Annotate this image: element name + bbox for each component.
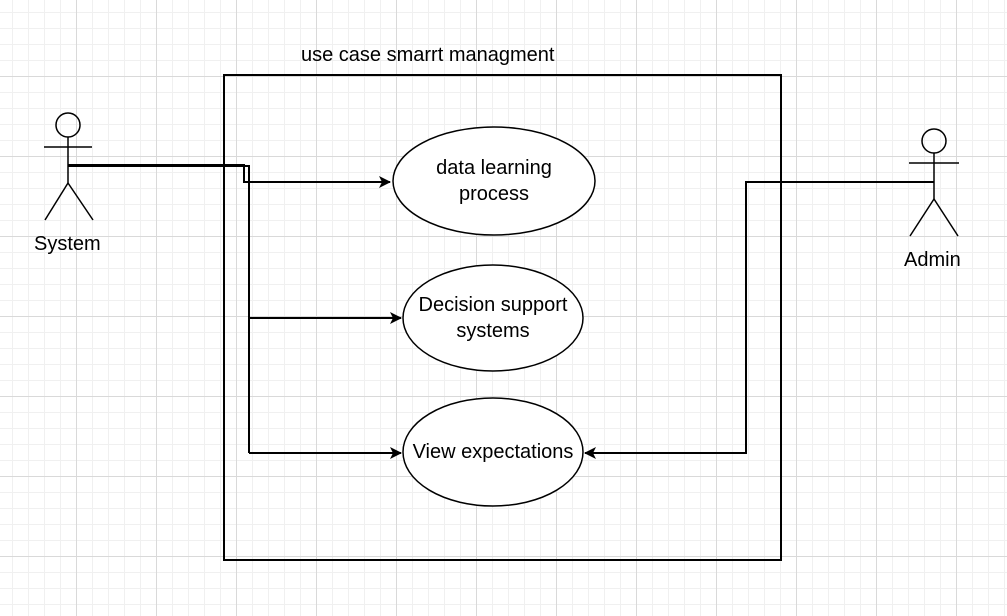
use-case-data-learning-line1: data learning (436, 157, 552, 179)
admin-actor-label: Admin (904, 249, 961, 271)
use-case-decision-support-line2: systems (456, 320, 530, 342)
use-case-data-learning-process[interactable] (392, 126, 596, 236)
use-case-decision-support-label: Decision support systems (403, 265, 583, 371)
connector-system-trunk (68, 165, 250, 453)
connector-admin-to-view-expectations (584, 181, 934, 459)
admin-actor-icon[interactable] (909, 128, 959, 237)
use-case-view-expectations-label: View expectations (412, 441, 574, 463)
connector-system-to-data-learning (68, 164, 391, 188)
use-case-data-learning-line2: process (458, 183, 530, 205)
use-case-view-expectations[interactable] (402, 397, 584, 507)
system-actor-label: System (34, 233, 101, 255)
use-case-decision-support-systems[interactable] (402, 264, 584, 372)
use-case-data-learning-label: data learning process (393, 128, 595, 234)
diagram-title: use case smarrt managment (301, 44, 555, 66)
system-boundary (223, 74, 782, 561)
use-case-decision-support-line1: Decision support (418, 294, 568, 316)
system-actor-icon[interactable] (44, 112, 94, 221)
